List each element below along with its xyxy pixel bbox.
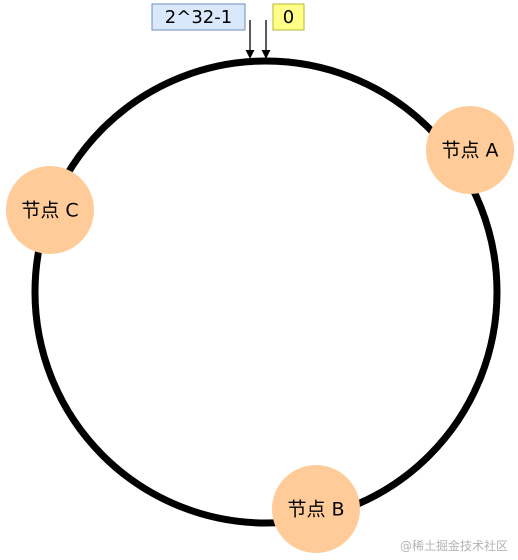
node-a: 节点 A	[426, 106, 514, 194]
node-a-label: 节点 A	[441, 140, 498, 162]
node-b: 节点 B	[272, 465, 360, 553]
node-c-circle	[6, 166, 94, 254]
node-a-circle	[426, 106, 514, 194]
start-label: 2^32-1	[165, 7, 232, 28]
hash-ring	[31, 57, 501, 527]
end-label-box	[272, 3, 305, 31]
node-b-circle	[272, 465, 360, 553]
node-c: 节点 C	[6, 166, 94, 254]
end-label: 0	[283, 7, 294, 28]
node-b-label: 节点 B	[287, 499, 344, 521]
end-marker: 0	[272, 3, 305, 31]
watermark: @稀土掘金技术社区	[399, 539, 508, 553]
node-c-label: 节点 C	[21, 200, 78, 222]
start-marker: 2^32-1	[151, 3, 246, 31]
start-label-box	[151, 3, 246, 31]
